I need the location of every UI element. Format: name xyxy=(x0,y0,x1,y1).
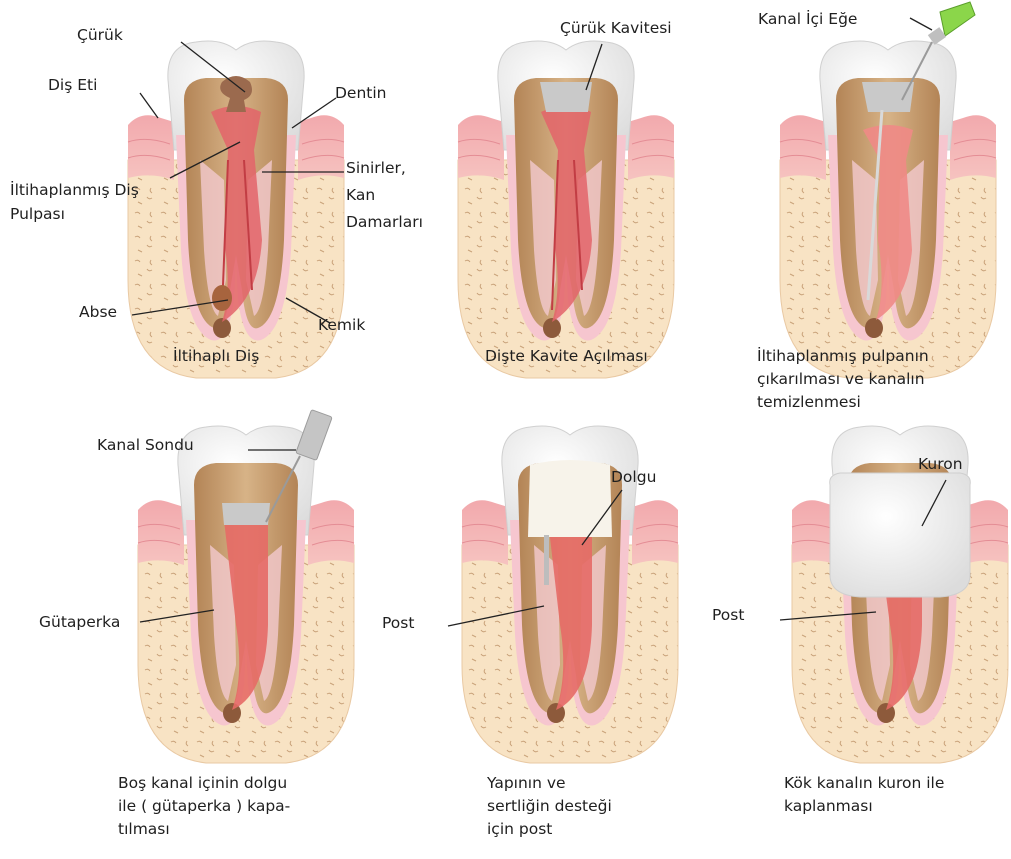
caption-panel-5: Yapının ve sertliğin desteği için post xyxy=(487,772,612,841)
tooth-crown xyxy=(792,426,1008,763)
caption-panel-4: Boş kanal içinin dolgu ile ( gütaperka )… xyxy=(118,772,290,841)
label-dentin: Dentin xyxy=(335,85,387,102)
caption-line: Boş kanal içinin dolgu xyxy=(118,772,290,795)
label-iltihap-2: Pulpası xyxy=(10,206,65,223)
label-dis-eti: Diş Eti xyxy=(48,77,97,94)
label-kanal-ici-ege: Kanal İçi Eğe xyxy=(758,11,857,28)
tooth-cavity xyxy=(458,41,674,378)
caption-line: Kök kanalın kuron ile xyxy=(784,772,944,795)
caption-panel-6: Kök kanalın kuron ile kaplanması xyxy=(784,772,944,818)
label-kanal-sondu: Kanal Sondu xyxy=(97,437,194,454)
caption-line: sertliğin desteği xyxy=(487,795,612,818)
caption-line: temizlenmesi xyxy=(757,391,929,414)
caption-line: İltihaplı Diş xyxy=(173,345,259,368)
caption-line: İltihaplanmış pulpanın xyxy=(757,345,929,368)
label-curuk-kavitesi: Çürük Kavitesi xyxy=(560,20,672,37)
caption-line: çıkarılması ve kanalın xyxy=(757,368,929,391)
label-sinir-1: Sinirler, xyxy=(346,160,406,177)
caption-line: Dişte Kavite Açılması xyxy=(485,345,648,368)
caption-panel-1: İltihaplı Diş xyxy=(173,345,259,368)
label-abse: Abse xyxy=(79,304,117,321)
label-kuron: Kuron xyxy=(918,456,963,473)
caption-panel-3: İltihaplanmış pulpanın çıkarılması ve ka… xyxy=(757,345,929,414)
label-iltihap-1: İltihaplanmış Diş xyxy=(10,182,139,199)
label-sinir-2: Kan xyxy=(346,187,375,204)
label-dolgu: Dolgu xyxy=(611,469,656,486)
label-kemik: Kemik xyxy=(318,317,365,334)
caption-panel-2: Dişte Kavite Açılması xyxy=(485,345,648,368)
label-post-6: Post xyxy=(712,607,744,624)
tooth-cleaning xyxy=(780,41,996,378)
caption-line: kaplanması xyxy=(784,795,944,818)
caption-line: tılması xyxy=(118,818,290,841)
label-sinir-3: Damarları xyxy=(346,214,423,231)
tooth-gutta-percha xyxy=(138,426,354,763)
label-gutaperka: Gütaperka xyxy=(39,614,120,631)
caption-line: için post xyxy=(487,818,612,841)
caption-line: Yapının ve xyxy=(487,772,612,795)
label-curuk: Çürük xyxy=(77,27,123,44)
label-post-5: Post xyxy=(382,615,414,632)
tooth-inflamed xyxy=(128,41,344,378)
caption-line: ile ( gütaperka ) kapa- xyxy=(118,795,290,818)
